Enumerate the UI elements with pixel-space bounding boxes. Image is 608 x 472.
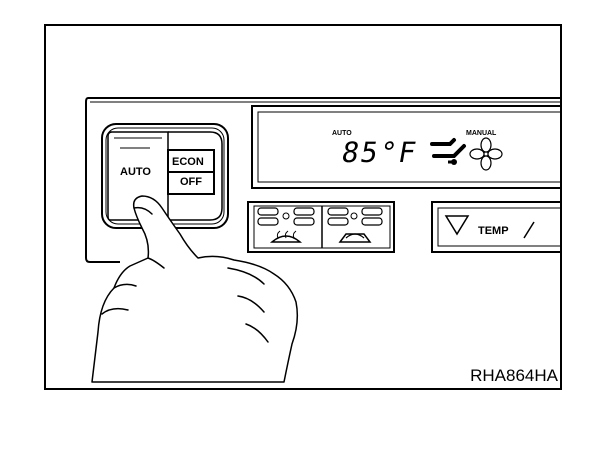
defrost-button[interactable] bbox=[257, 207, 315, 226]
display-auto-indicator: AUTO bbox=[332, 130, 352, 137]
off-button-label: OFF bbox=[180, 176, 202, 188]
temp-down-triangle-icon bbox=[444, 215, 470, 236]
display-manual-indicator: MANUAL bbox=[466, 130, 497, 137]
display-temperature: 85°F bbox=[339, 136, 421, 169]
defrost-icon bbox=[269, 230, 303, 243]
auto-button-label: AUTO bbox=[120, 166, 151, 178]
finger-pressing-hand bbox=[91, 195, 299, 383]
figure-frame: AUTO ECON OFF AUTO 85°F MANUAL TEMP RHA8… bbox=[44, 24, 562, 390]
fan-icon bbox=[469, 137, 503, 171]
off-button[interactable] bbox=[167, 171, 215, 195]
lcd-display bbox=[251, 105, 560, 189]
climate-control-illustration bbox=[85, 97, 560, 383]
temp-button-label: TEMP bbox=[478, 225, 509, 237]
figure-id: RHA864HA bbox=[470, 366, 558, 385]
recirculation-button[interactable] bbox=[327, 207, 383, 226]
mode-button-block bbox=[247, 201, 395, 253]
econ-button-label: ECON bbox=[172, 156, 204, 168]
recirculation-car-icon bbox=[338, 233, 372, 243]
auto-button[interactable] bbox=[107, 131, 169, 221]
air-flow-icon bbox=[430, 138, 466, 165]
